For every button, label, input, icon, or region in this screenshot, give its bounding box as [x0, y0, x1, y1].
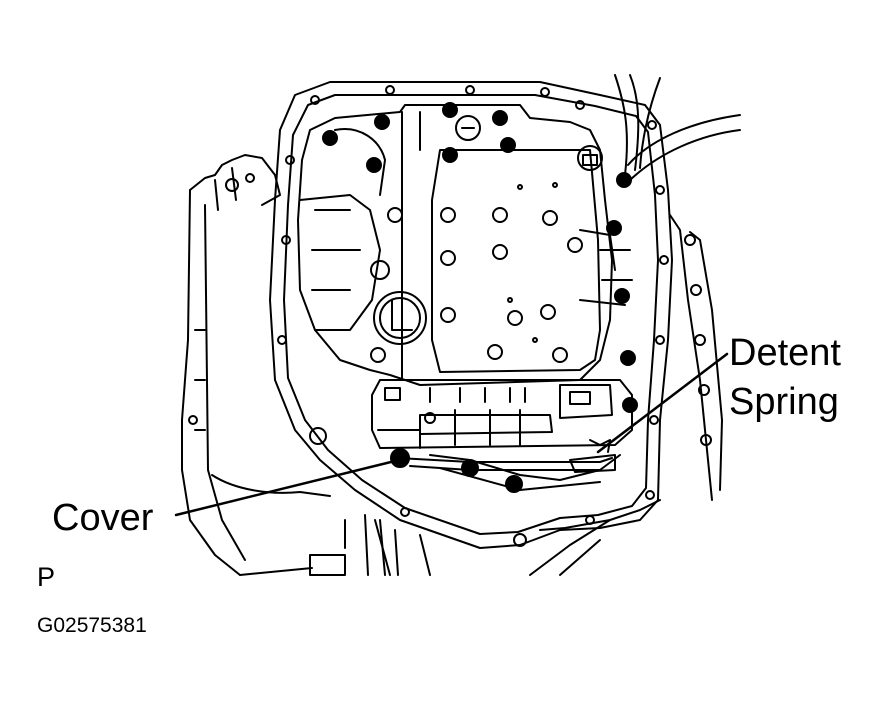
- valve-body-holes: [441, 183, 582, 362]
- transmission-case: [182, 155, 398, 575]
- pan-gasket-flange: [270, 82, 672, 548]
- wire-harness: [615, 75, 740, 180]
- cover-leader: [176, 461, 395, 515]
- figure-code: G02575381: [37, 614, 147, 637]
- detent-spring-leader: [598, 354, 727, 452]
- valve-body-bolts: [323, 103, 637, 492]
- detent-spring-plate: [398, 458, 612, 470]
- detent-spring-label-line2: Spring: [729, 381, 839, 423]
- detent-spring-label-line1: Detent: [729, 332, 841, 374]
- valve-body: [298, 105, 632, 385]
- manual-valve-assembly: [372, 380, 632, 490]
- position-marker: P: [37, 562, 56, 592]
- cover-label: Cover: [52, 497, 154, 539]
- callout-leaders: [176, 354, 727, 515]
